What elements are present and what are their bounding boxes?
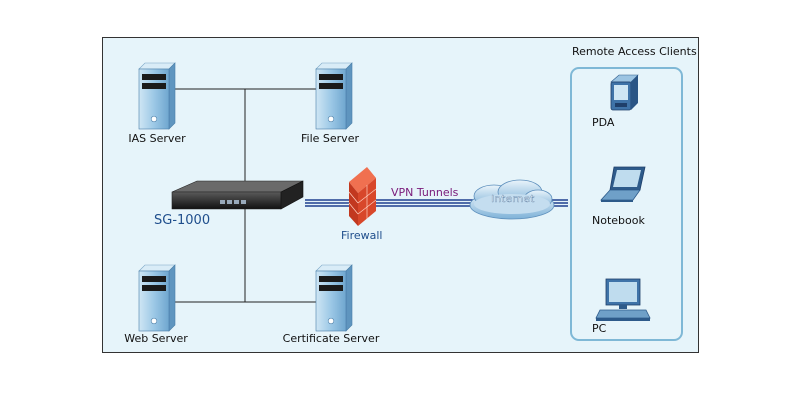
pda-icon bbox=[610, 74, 639, 111]
file-server-label: File Server bbox=[301, 132, 359, 145]
ias-server-icon bbox=[138, 62, 176, 130]
sg-1000-device-icon bbox=[171, 180, 304, 210]
remote-clients-group bbox=[570, 67, 683, 341]
certificate-server-label: Certificate Server bbox=[282, 332, 380, 345]
file-server-icon bbox=[315, 62, 353, 130]
pda-label: PDA bbox=[592, 116, 615, 129]
vpn-tunnels-label: VPN Tunnels bbox=[391, 186, 459, 199]
internet-label: Internet bbox=[491, 194, 535, 205]
internet-cloud-icon: Internet bbox=[469, 179, 555, 220]
certificate-server-icon bbox=[315, 264, 353, 332]
web-server-icon bbox=[138, 264, 176, 332]
device-label: SG-1000 bbox=[154, 213, 211, 228]
pc-icon bbox=[595, 278, 651, 321]
pc-label: PC bbox=[592, 322, 607, 335]
firewall-label: Firewall bbox=[341, 229, 383, 242]
web-server-label: Web Server bbox=[124, 332, 188, 345]
remote-clients-title: Remote Access Clients bbox=[572, 45, 697, 58]
ias-server-label: IAS Server bbox=[128, 132, 186, 145]
notebook-label: Notebook bbox=[592, 214, 645, 227]
notebook-icon bbox=[600, 166, 646, 202]
firewall-icon bbox=[348, 167, 377, 226]
